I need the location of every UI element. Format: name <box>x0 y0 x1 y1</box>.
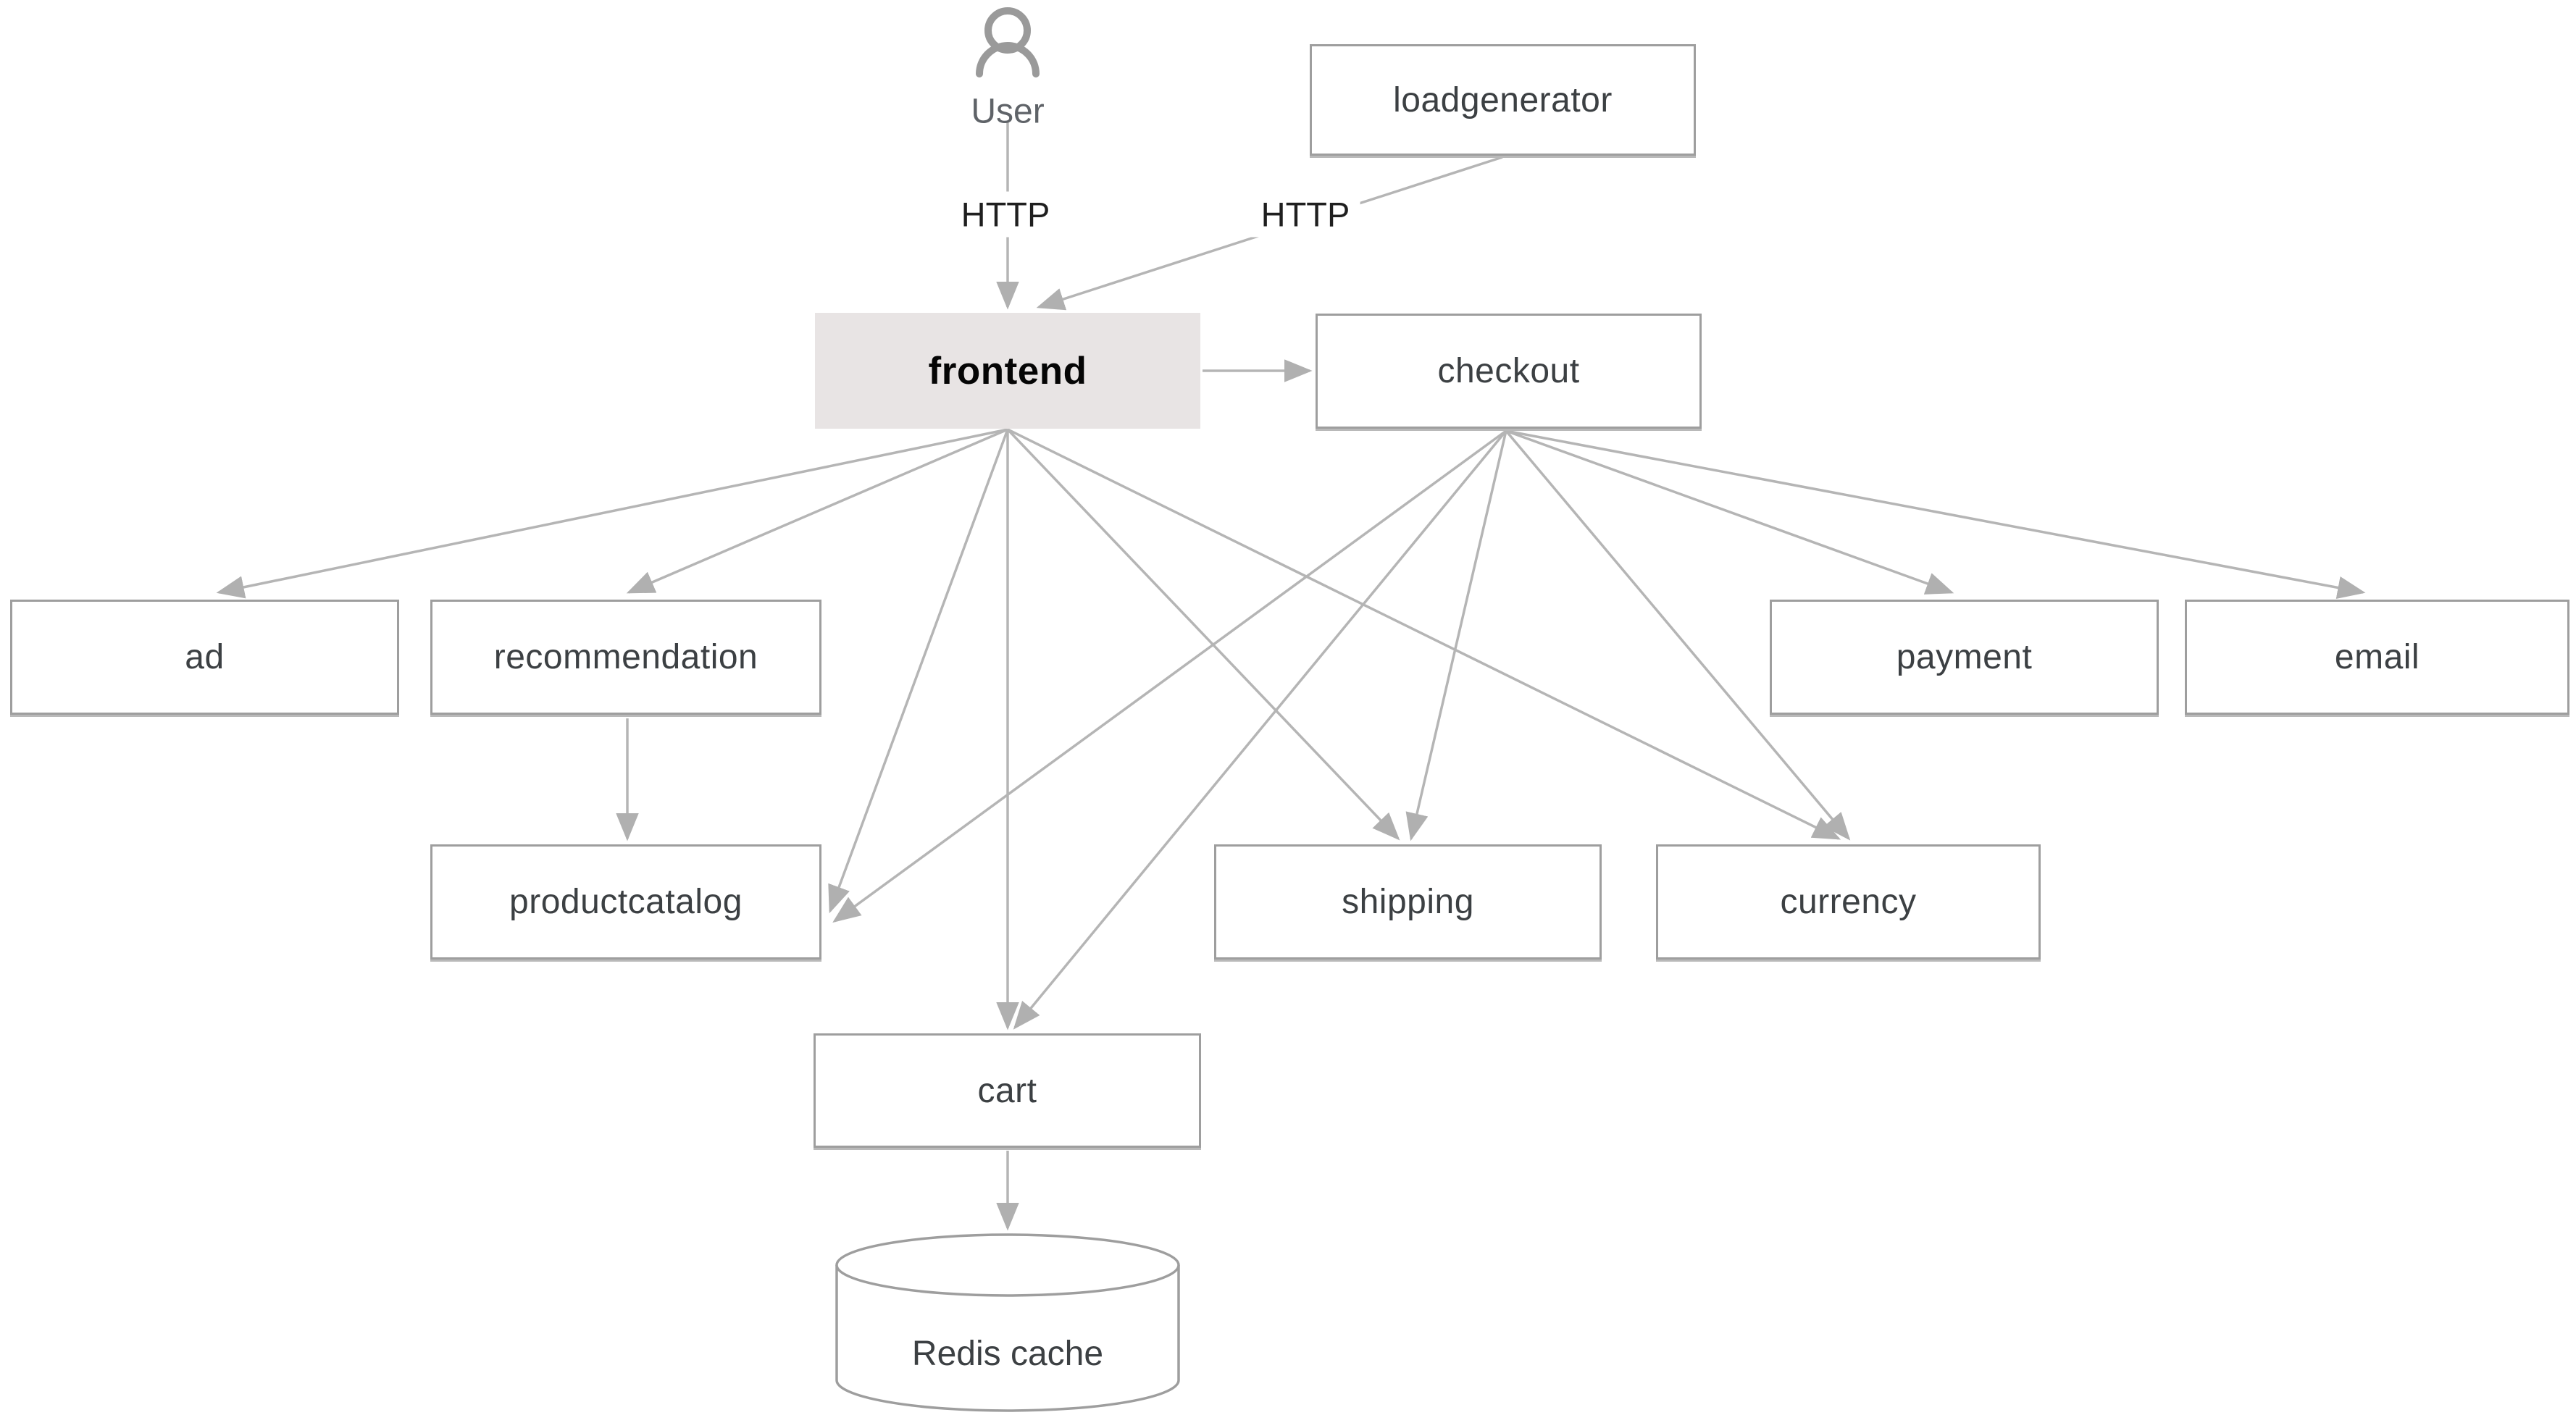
node-productcatalog-label: productcatalog <box>509 883 743 921</box>
edge-frontend-currency <box>1007 428 1841 840</box>
node-shipping-label: shipping <box>1342 883 1474 921</box>
edge-frontend-shipping <box>1006 428 1400 841</box>
node-currency: currency <box>1656 844 2041 960</box>
edge-frontend-productcatalog <box>828 429 1009 914</box>
edge-label-user-http: HTTP <box>950 191 1061 238</box>
node-recommendation-label: recommendation <box>493 638 758 676</box>
node-cart: cart <box>814 1033 1201 1148</box>
node-ad-label: ad <box>185 638 225 676</box>
node-redis-label: Redis cache <box>911 1335 1104 1373</box>
node-currency-label: currency <box>1780 883 1917 921</box>
edge-frontend-ad <box>216 428 1008 599</box>
edge-checkout-payment <box>1505 429 1954 595</box>
node-frontend: frontend <box>815 313 1200 429</box>
node-cart-label: cart <box>977 1071 1037 1110</box>
node-loadgenerator-label: loadgenerator <box>1393 80 1613 119</box>
node-email: email <box>2185 600 2569 715</box>
user-icon <box>976 7 1040 77</box>
node-shipping: shipping <box>1214 844 1602 960</box>
node-checkout: checkout <box>1316 314 1702 429</box>
node-recommendation: recommendation <box>430 600 821 715</box>
user-label: User <box>971 92 1045 131</box>
node-checkout-label: checkout <box>1437 352 1580 390</box>
node-ad: ad <box>10 600 399 715</box>
node-payment-label: payment <box>1896 638 2033 676</box>
node-loadgenerator: loadgenerator <box>1310 44 1696 156</box>
edge-checkout-currency <box>1505 429 1851 841</box>
edge-checkout-email <box>1505 429 2366 599</box>
edge-label-loadgenerator-http: HTTP <box>1250 191 1360 238</box>
node-frontend-label: frontend <box>928 349 1087 392</box>
node-productcatalog: productcatalog <box>430 844 821 960</box>
edge-checkout-productcatalog <box>832 429 1507 923</box>
node-payment: payment <box>1770 600 2159 715</box>
redis-cylinder <box>835 1233 1180 1412</box>
node-email-label: email <box>2334 638 2420 676</box>
edge-frontend-recommendation <box>626 428 1008 594</box>
edge-checkout-cart <box>1013 429 1507 1030</box>
edge-checkout-shipping <box>1405 430 1507 841</box>
